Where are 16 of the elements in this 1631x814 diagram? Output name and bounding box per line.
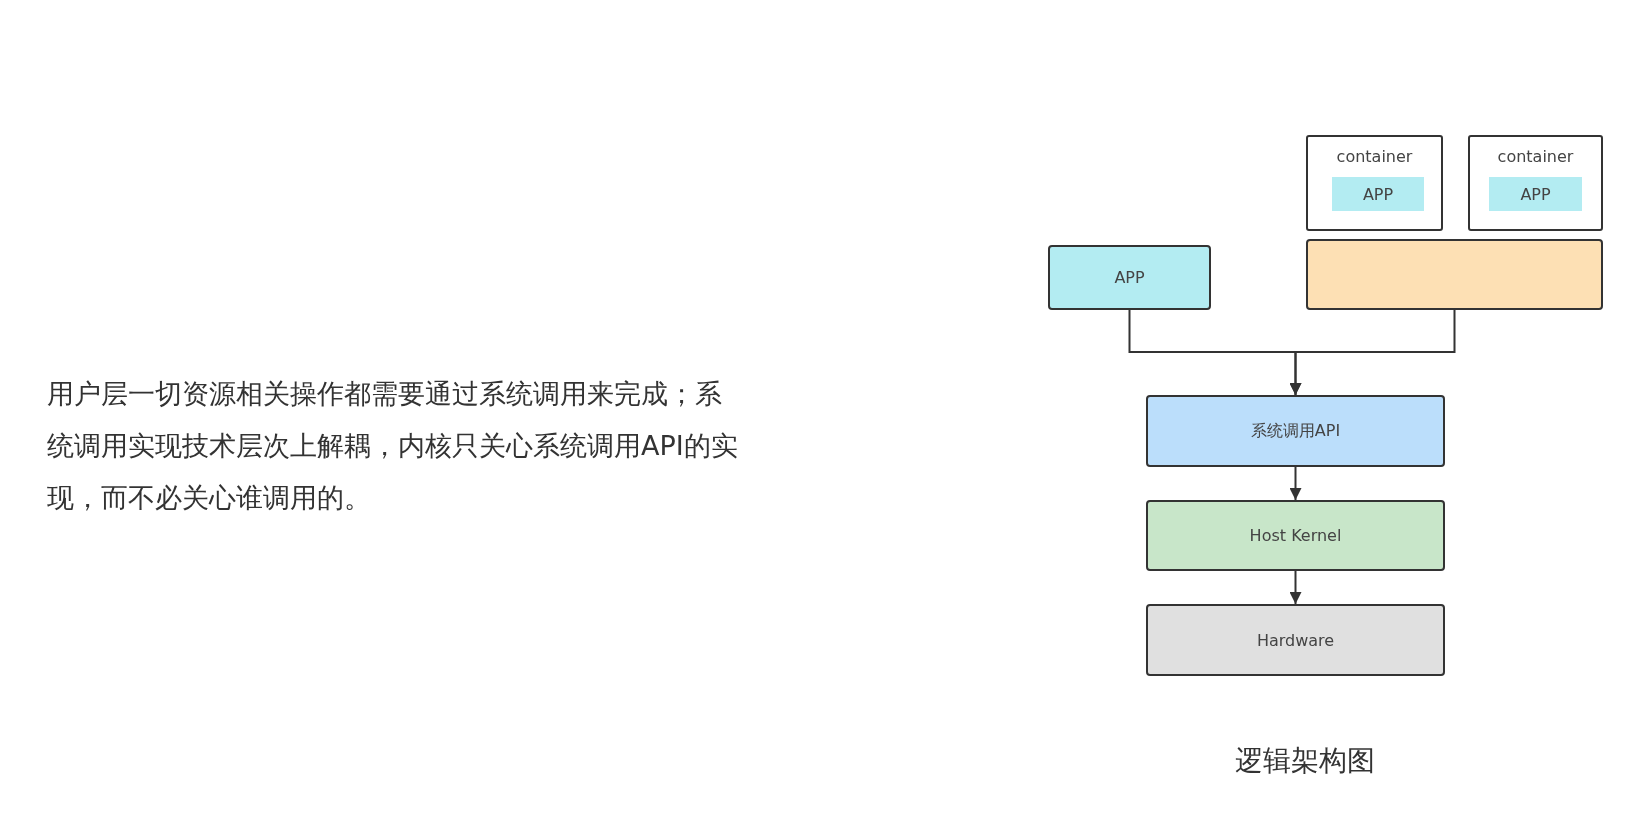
caption: 逻辑架构图 — [1234, 743, 1376, 779]
arrow — [1289, 309, 1456, 396]
box-heading: container — [1336, 147, 1413, 166]
app-box: APP — [1332, 177, 1424, 211]
app-box: APP — [1048, 245, 1211, 310]
description-paragraph: 用户层一切资源相关操作都需要通过系统调用来完成；系统调用实现技术层次上解耦，内核只关心系统调用API的实现，而不必关心谁调用的。 — [47, 377, 739, 515]
container-box — [1468, 135, 1603, 231]
kernel-box: Host Kernel — [1146, 500, 1445, 571]
app-box: APP — [1489, 177, 1582, 211]
runtime-box — [1306, 239, 1603, 310]
arrow — [1289, 466, 1302, 501]
api-box: 系统调用API — [1146, 395, 1445, 467]
arrow — [1289, 570, 1302, 605]
container-box — [1306, 135, 1443, 231]
box-heading: container — [1497, 147, 1574, 166]
hardware-box: Hardware — [1146, 604, 1445, 676]
